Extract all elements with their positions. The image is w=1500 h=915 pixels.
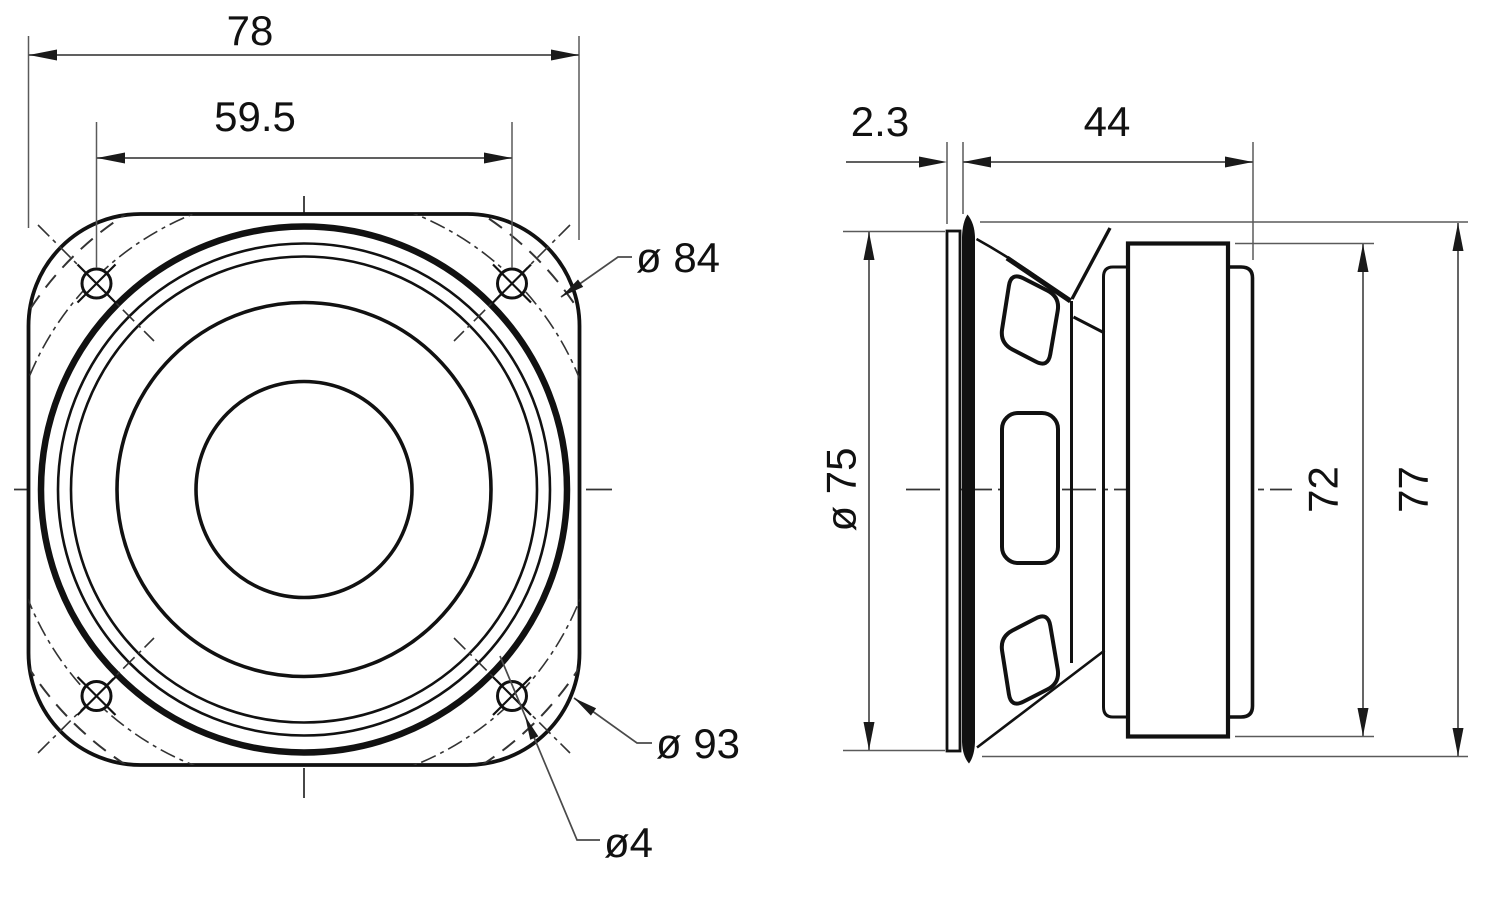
- dim-hole-spacing-label: 59.5: [214, 93, 296, 140]
- dust-cap-circle: [194, 379, 414, 600]
- side-view: 2.3 44 ø 75 72: [818, 98, 1468, 764]
- dim-magnet-diameter: 72: [1235, 242, 1374, 738]
- gasket-outer-circle: [37, 223, 571, 756]
- dim-hole-spacing: 59.5: [95, 93, 513, 268]
- basket-windows: [999, 274, 1061, 706]
- front-plate-washer: [1102, 265, 1128, 719]
- hole-cross: [76, 263, 117, 304]
- spider-line: [1072, 315, 1106, 335]
- hole-cross: [492, 263, 532, 304]
- cone-edge-circle: [115, 300, 493, 679]
- cone-bottom-line: [976, 649, 1106, 749]
- mounting-frame: [26, 212, 582, 767]
- dim-flange-thickness: 2.3: [846, 98, 964, 224]
- dim-depth-label: 44: [1084, 98, 1131, 145]
- basket-window-bottom: [999, 614, 1061, 706]
- dim-overall-height: 77: [980, 221, 1468, 758]
- corner-circle-label: ø 93: [656, 720, 740, 767]
- leader-bolt-circle: ø 84: [560, 234, 720, 298]
- hole-cross: [492, 676, 532, 716]
- front-view: 78 59.5 ø 84 ø 93 ø4: [14, 7, 740, 866]
- dim-magnet-diameter-label: 72: [1300, 466, 1347, 513]
- mounting-flange: [945, 229, 962, 753]
- dim-flange-diameter: ø 75: [818, 230, 945, 752]
- leader-corner-circle: ø 93: [573, 697, 740, 767]
- surround-inner-circle: [69, 255, 539, 724]
- surround-outer-circle: [56, 242, 552, 737]
- hole-cross: [76, 676, 117, 716]
- mounting-holes: [37, 224, 571, 754]
- lead-wire-line: [1070, 227, 1112, 300]
- hole-diameter-label: ø4: [604, 819, 653, 866]
- rear-plate-step: [1226, 265, 1255, 719]
- magnet: [1125, 241, 1231, 739]
- bolt-circle-label: ø 84: [636, 234, 720, 281]
- dim-width: 78: [27, 7, 580, 240]
- dim-flange-thickness-label: 2.3: [851, 98, 909, 145]
- basket-window-middle: [1000, 411, 1060, 565]
- dim-overall-height-label: 77: [1390, 466, 1437, 513]
- leader-hole-diameter: ø4: [499, 655, 653, 866]
- speaker-circles: [37, 223, 571, 756]
- basket-window-top: [999, 274, 1061, 366]
- gasket-surround-edge: [962, 214, 975, 764]
- cone-top-thick-line: [1005, 255, 1072, 304]
- dim-depth: 44: [963, 98, 1254, 260]
- dim-width-label: 78: [227, 7, 274, 54]
- dim-flange-diameter-label: ø 75: [818, 447, 865, 531]
